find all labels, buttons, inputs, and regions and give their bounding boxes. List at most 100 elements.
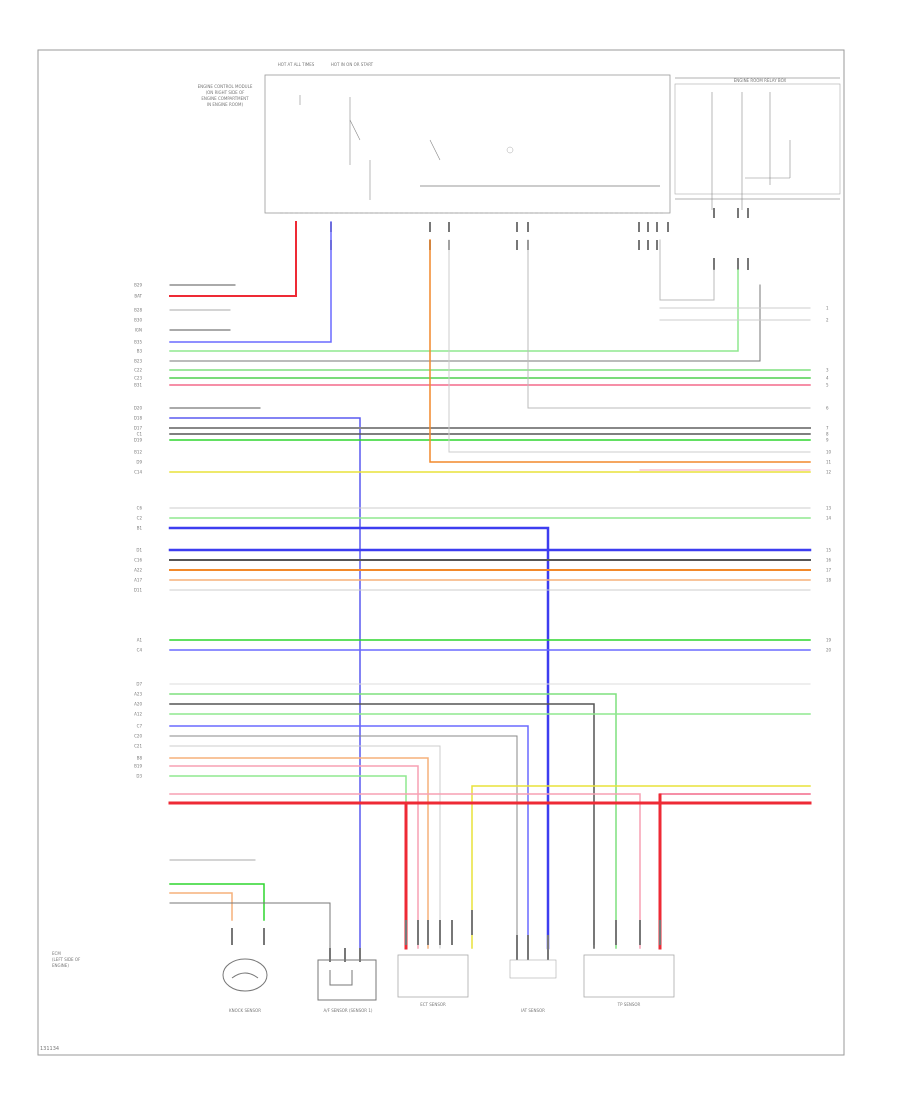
wire-blue-2 xyxy=(169,417,361,949)
pin-label: B30 xyxy=(134,318,142,323)
pin-label: C23 xyxy=(134,376,142,381)
relay-box-label: ENGINE ROOM RELAY BOX xyxy=(734,78,787,83)
wire-green-8 xyxy=(169,883,265,921)
wire-gray-2 xyxy=(169,284,761,362)
pin-label: C7 xyxy=(137,724,143,729)
component-label-af: A/F SENSOR (SENSOR 1) xyxy=(324,1008,373,1013)
wire-green-6 xyxy=(169,693,617,949)
right-ref: 13 xyxy=(826,506,832,511)
wire-gray-3 xyxy=(527,239,811,409)
right-ref: 16 xyxy=(826,558,832,563)
wire-orange-4 xyxy=(169,757,429,949)
wire-green-1 xyxy=(169,269,739,352)
top-connectors xyxy=(295,208,749,270)
right-ref: 6 xyxy=(826,406,829,411)
pin-label: D9 xyxy=(136,460,142,465)
pin-label: BAT xyxy=(134,294,142,299)
ect-sensor xyxy=(397,954,469,998)
wire-pink-4 xyxy=(169,793,641,949)
wire-orange-5 xyxy=(169,892,233,921)
pin-label: C21 xyxy=(134,744,142,749)
ecm-box xyxy=(264,74,671,214)
pin-label: A20 xyxy=(134,702,142,707)
pin-label: B1 xyxy=(137,526,143,531)
tp-sensor xyxy=(583,954,675,998)
ecm-note-line-3: ENGINE COMPARTMENT xyxy=(201,96,249,101)
pin-label: C20 xyxy=(134,734,142,739)
ecm-note-line-2: (ON RIGHT SIDE OF xyxy=(206,90,246,95)
wire-yellow-2 xyxy=(471,785,811,949)
diagram-border xyxy=(37,49,845,1056)
right-ref: 8 xyxy=(826,432,829,437)
pin-label: B8 xyxy=(137,756,143,761)
pin-label: C4 xyxy=(137,648,143,653)
wire-gray-12 xyxy=(169,735,518,949)
relay-box xyxy=(674,83,841,195)
pin-label: A23 xyxy=(134,692,142,697)
right-ref: 10 xyxy=(826,450,832,455)
pin-label: B35 xyxy=(134,340,142,345)
pin-label: B3 xyxy=(137,349,143,354)
pin-label: C16 xyxy=(134,558,142,563)
side-note-1: ECM xyxy=(52,951,61,956)
wire-blue-ign xyxy=(169,221,332,343)
wire-gray-6 xyxy=(659,239,715,301)
bottom-connectors xyxy=(231,910,661,962)
wires xyxy=(168,221,812,950)
iat-sensor xyxy=(509,959,557,979)
wire-gray-13 xyxy=(169,745,441,949)
wire-gray-8 xyxy=(448,239,811,453)
ecm-note-line-4: IN ENGINE ROOM) xyxy=(207,102,244,107)
pin-label: D3 xyxy=(136,774,142,779)
pin-label: D19 xyxy=(134,438,143,443)
wire-darkgray-3 xyxy=(169,703,595,949)
component-label-tp: TP SENSOR xyxy=(617,1002,641,1007)
pin-label: D17 xyxy=(134,426,143,431)
pin-label: A12 xyxy=(134,712,142,717)
pin-label: C14 xyxy=(134,470,142,475)
wire-blue-3 xyxy=(168,526,550,950)
pin-label: B31 xyxy=(134,383,142,388)
pin-label: A17 xyxy=(134,578,142,583)
right-ref: 12 xyxy=(826,470,832,475)
wire-gray-15 xyxy=(169,902,331,949)
component-label-iat: IAT SENSOR xyxy=(521,1008,545,1013)
wire-pink-3 xyxy=(169,765,419,949)
fuse-label-2: HOT IN ON OR START xyxy=(331,62,374,67)
right-ref: 5 xyxy=(826,383,829,388)
right-ref: 19 xyxy=(826,638,832,643)
right-ref: 3 xyxy=(826,368,829,373)
fuse-label-1: HOT AT ALL TIMES xyxy=(278,62,315,67)
pin-label: D20 xyxy=(134,406,143,411)
pin-label: C6 xyxy=(137,506,143,511)
component-label-ect: ECT SENSOR xyxy=(420,1002,446,1007)
pin-label: A22 xyxy=(134,568,142,573)
pin-label: C2 xyxy=(137,516,143,521)
pin-label: D18 xyxy=(134,416,143,421)
pin-label: C22 xyxy=(134,368,142,373)
pin-labels: B29BATB28B30IGNB35B3B23C22C23B31D20D18D1… xyxy=(134,283,143,779)
right-ref: 1 xyxy=(826,306,829,311)
pin-label: B19 xyxy=(134,764,142,769)
component-label-knock: KNOCK SENSOR xyxy=(229,1008,261,1013)
right-ref: 17 xyxy=(826,568,832,573)
pin-label: D7 xyxy=(136,682,142,687)
pin-label: B29 xyxy=(134,283,142,288)
pin-label: A1 xyxy=(137,638,143,643)
right-ref: 18 xyxy=(826,578,832,583)
pin-label: D1 xyxy=(136,548,142,553)
wire-blue-6 xyxy=(169,725,529,949)
right-ref: 2 xyxy=(826,318,829,323)
right-ref: 20 xyxy=(826,648,832,653)
ecm-note-line-1: ENGINE CONTROL MODULE xyxy=(198,84,253,89)
pin-label: B28 xyxy=(134,308,142,313)
side-note-3: ENGINE) xyxy=(52,963,69,968)
right-ref: 11 xyxy=(826,460,832,465)
af-sensor xyxy=(317,959,377,1001)
pin-label: B23 xyxy=(134,359,142,364)
right-ref: 4 xyxy=(826,376,829,381)
pin-label: B12 xyxy=(134,450,142,455)
knock-sensor xyxy=(222,958,268,992)
